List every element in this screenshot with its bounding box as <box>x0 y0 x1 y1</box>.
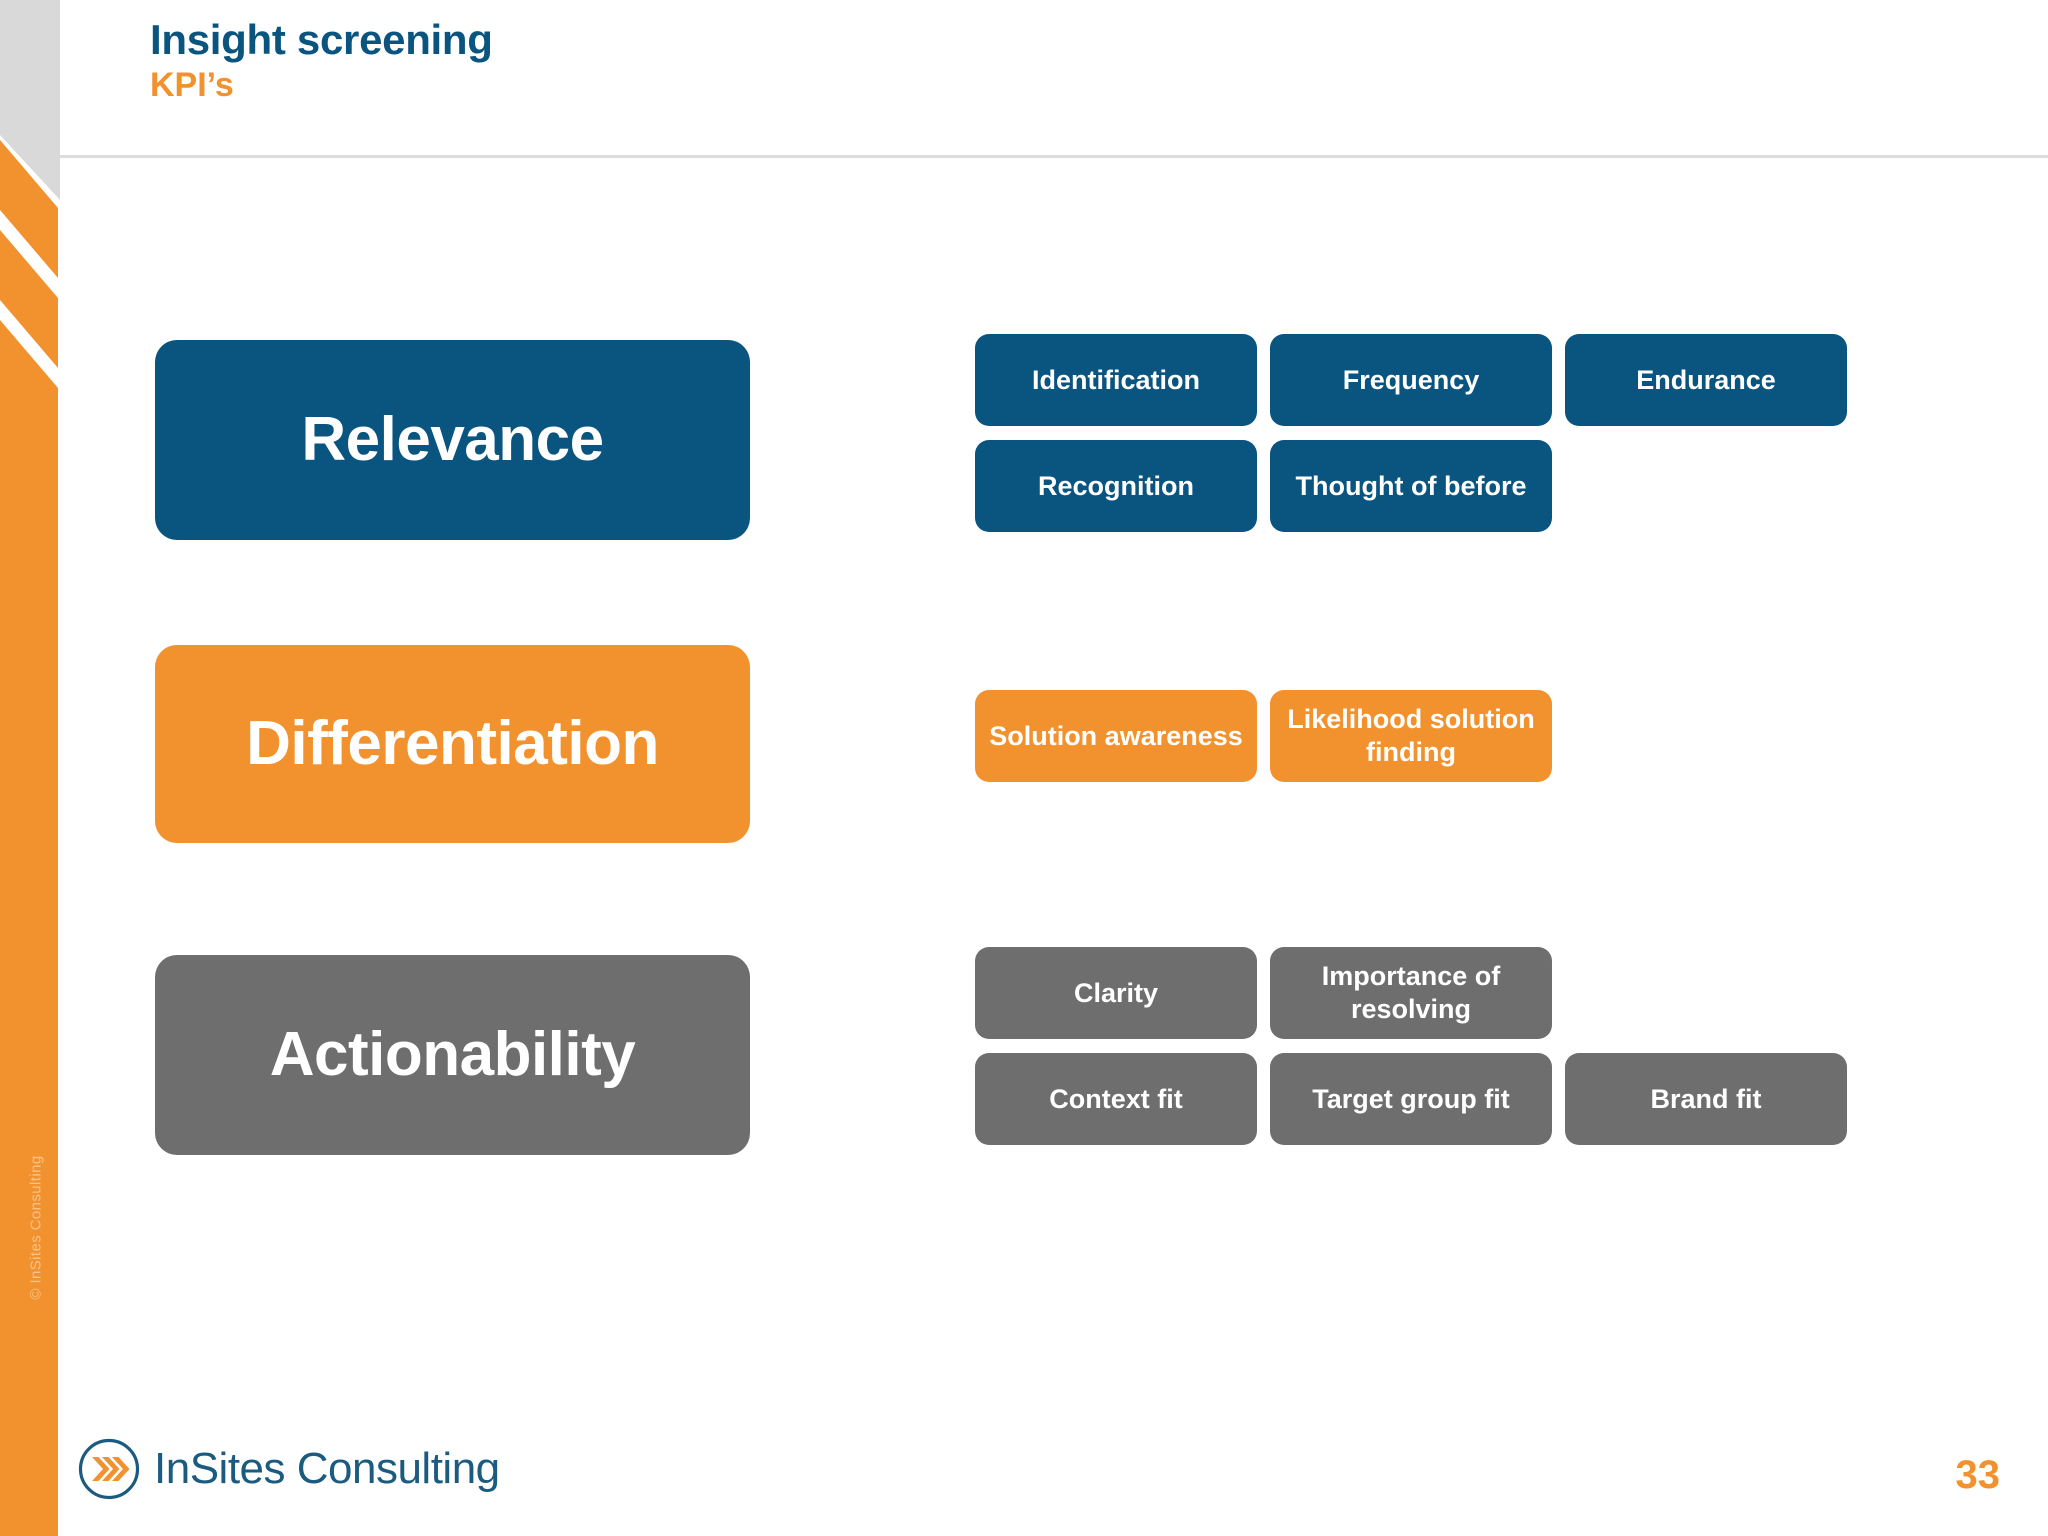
category-label: Differentiation <box>246 709 659 778</box>
page-subtitle: KPI’s <box>150 65 234 104</box>
kpi-box[interactable]: Frequency <box>1270 334 1552 426</box>
kpi-box[interactable]: Target group fit <box>1270 1053 1552 1145</box>
page-number: 33 <box>1955 1453 2001 1497</box>
kpi-box[interactable]: Brand fit <box>1565 1053 1847 1145</box>
slide-header: Insight screening KPI’s <box>150 16 1850 104</box>
header-divider <box>60 155 2048 158</box>
kpi-box[interactable]: Clarity <box>975 947 1257 1039</box>
kpi-box[interactable]: Recognition <box>975 440 1257 532</box>
page-title: Insight screening <box>150 16 493 63</box>
category-box-relevance[interactable]: Relevance <box>155 340 750 540</box>
category-box-differentiation[interactable]: Differentiation <box>155 645 750 843</box>
copyright-vertical: © InSites Consulting <box>27 1155 45 1300</box>
kpi-box[interactable]: Context fit <box>975 1053 1257 1145</box>
category-label: Actionability <box>269 1020 636 1089</box>
category-box-actionability[interactable]: Actionability <box>155 955 750 1155</box>
kpi-box[interactable]: Endurance <box>1565 334 1847 426</box>
brand-logo: InSites Consulting <box>78 1434 500 1504</box>
kpi-box[interactable]: Solution awareness <box>975 690 1257 782</box>
kpi-box[interactable]: Identification <box>975 334 1257 426</box>
category-label: Relevance <box>301 405 604 474</box>
kpi-box[interactable]: Likelihood solution finding <box>1270 690 1552 782</box>
kpi-box[interactable]: Thought of before <box>1270 440 1552 532</box>
insites-chevron-logo-icon <box>78 1438 140 1500</box>
brand-wordmark: InSites Consulting <box>154 1444 500 1493</box>
kpi-box[interactable]: Importance of resolving <box>1270 947 1552 1039</box>
